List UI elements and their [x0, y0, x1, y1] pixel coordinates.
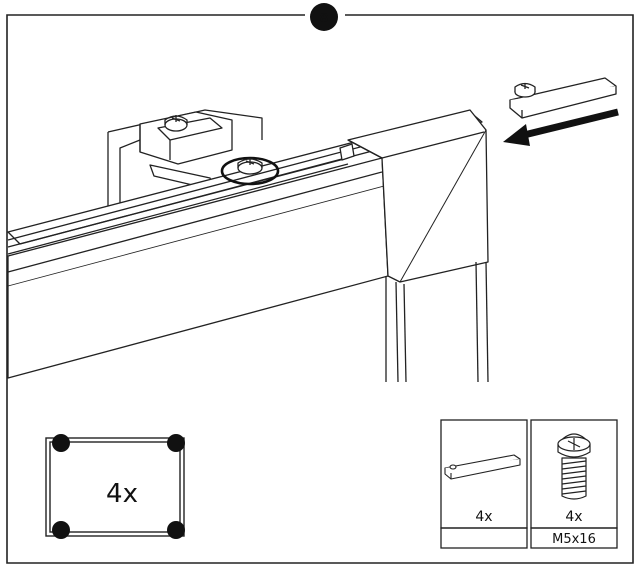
- corner-marker: [52, 434, 70, 452]
- step-number: 8: [320, 11, 328, 25]
- corner-count-label: 4x: [106, 479, 138, 509]
- corner-marker: [167, 521, 185, 539]
- corner-marker: [52, 521, 70, 539]
- page-frame: [6, 14, 634, 564]
- highlighted-screw: [220, 156, 280, 186]
- insert-arrow: [503, 108, 619, 146]
- screw-spec-label: M5x16: [552, 532, 596, 547]
- corner-callout: 4x: [45, 434, 185, 539]
- clip-count-label: 4x: [475, 509, 492, 525]
- screw-part-drawing: [557, 433, 591, 500]
- parts-box: 4x 4x M5x16: [440, 419, 618, 549]
- clip-part-drawing: [444, 454, 521, 480]
- step-badge: 8: [310, 3, 338, 31]
- screw-count-label: 4x: [565, 509, 582, 525]
- corner-marker: [167, 434, 185, 452]
- end-cap: [339, 109, 489, 383]
- rail-illustration: [7, 109, 489, 383]
- bracket-top-screw: [164, 115, 188, 132]
- insert-clip: [509, 77, 617, 119]
